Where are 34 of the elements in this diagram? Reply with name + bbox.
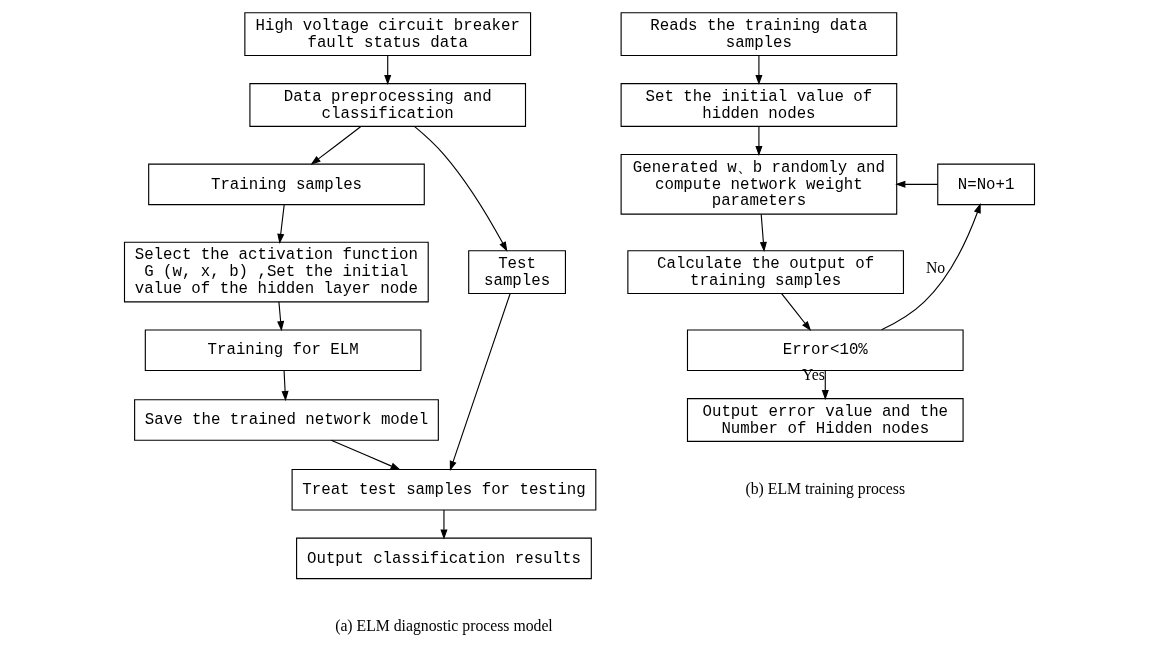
- arrow: [894, 180, 938, 188]
- arrow: [821, 369, 829, 401]
- node-box: Set the initial value of hidden nodes: [620, 83, 897, 127]
- node-box: Generated w、b randomly and compute network weight parameters: [620, 153, 897, 215]
- arrow: [310, 126, 361, 165]
- node-box: Output error value and the Number of Hidden nodes: [686, 398, 964, 442]
- node-box: Training for ELM: [144, 329, 421, 372]
- arrow: [439, 509, 447, 540]
- node-box: Output classification results: [295, 537, 592, 580]
- arrow: [759, 213, 767, 253]
- node-box: Data preprocessing and classification: [248, 83, 526, 127]
- label: (a) ELM diagnostic process model: [334, 617, 553, 635]
- arrow: [413, 126, 507, 252]
- node-box: Reads the training data samples: [620, 12, 897, 57]
- label: (b) ELM training process: [745, 479, 905, 497]
- node-box: Select the activation function G (w, x, b) ,Set the initial value of the hidden layer node: [123, 241, 429, 303]
- node-box: Calculate the output of training samples: [626, 250, 904, 294]
- arrow: [780, 293, 811, 332]
- node-box: Training samples: [147, 163, 425, 206]
- edge-label: No: [925, 258, 945, 276]
- node-box: Test samples: [467, 250, 566, 294]
- arrow: [281, 369, 289, 402]
- arrow: [383, 55, 391, 86]
- arrow: [754, 55, 762, 86]
- arrow: [880, 203, 981, 331]
- arrow: [449, 292, 511, 472]
- node-box: Treat test samples for testing: [291, 468, 596, 511]
- node-box: N=No+1: [936, 163, 1035, 206]
- node-box: High voltage circuit breaker fault status data: [243, 12, 531, 57]
- node-box: Save the trained network model: [133, 399, 439, 441]
- arrow: [330, 439, 401, 471]
- arrow: [276, 204, 285, 244]
- arrow: [754, 126, 762, 157]
- arrow: [276, 301, 284, 332]
